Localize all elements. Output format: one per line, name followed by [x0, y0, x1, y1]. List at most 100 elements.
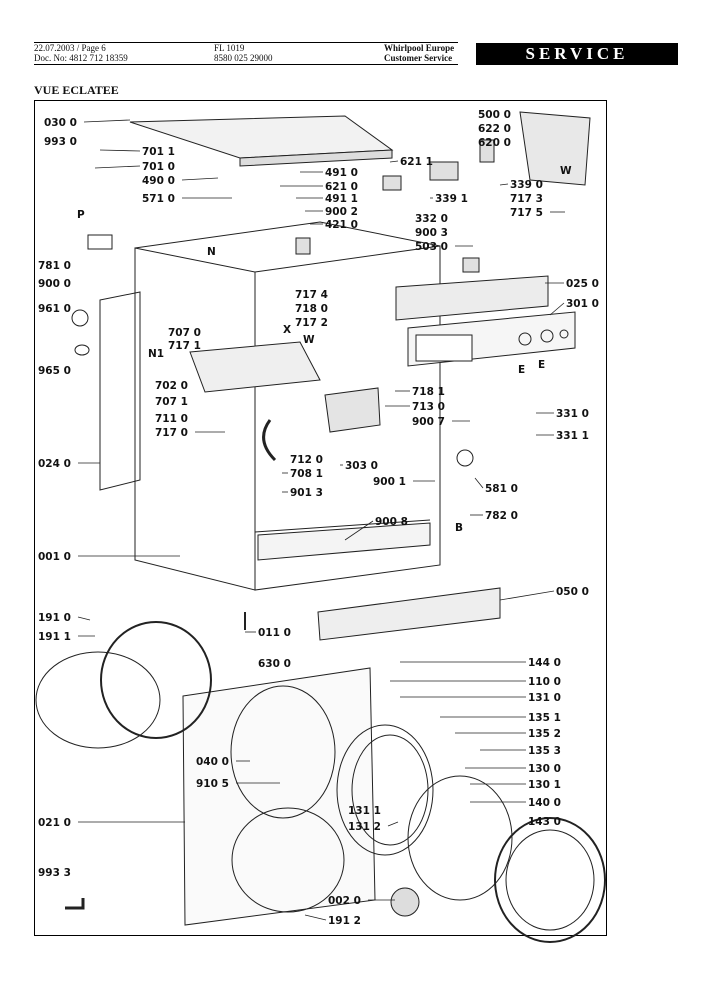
- part-label: 503 0: [415, 241, 448, 253]
- part-label: 993 3: [38, 867, 71, 879]
- detergent-dispenser: [189, 341, 321, 393]
- part-label: 500 0: [478, 109, 511, 121]
- part-label: 021 0: [38, 817, 71, 829]
- part-label: 131 2: [348, 821, 381, 833]
- reference-letter: N: [207, 246, 216, 258]
- part-label: 491 1: [325, 193, 358, 205]
- part-label: 581 0: [485, 483, 518, 495]
- part-label: 130 0: [528, 763, 561, 775]
- reference-letter: X: [283, 324, 291, 336]
- leader-lines: [77, 119, 565, 921]
- part-label: 961 0: [38, 303, 71, 315]
- doc-number: Doc. No: 4812 712 18359: [34, 53, 128, 63]
- reference-letter: W: [560, 165, 572, 177]
- part-label: 135 1: [528, 712, 561, 724]
- part-label: 901 3: [290, 487, 323, 499]
- part-label: 191 1: [38, 631, 71, 643]
- part-label: 965 0: [38, 365, 71, 377]
- part-label: 621 1: [400, 156, 433, 168]
- part-label: 630 0: [258, 658, 291, 670]
- part-label: 030 0: [44, 117, 77, 129]
- door-frame-inner: [336, 724, 434, 856]
- cabinet-side: [134, 247, 256, 591]
- leader-line: [387, 821, 399, 827]
- part-label: 130 1: [528, 779, 561, 791]
- leader-line: [181, 177, 219, 181]
- part-label: 712 0: [290, 454, 323, 466]
- part-label: 135 3: [528, 745, 561, 757]
- part-label: 110 0: [528, 676, 561, 688]
- leader-line: [344, 520, 374, 541]
- part-label: 191 0: [38, 612, 71, 624]
- electronic-module: [519, 111, 591, 186]
- leader-line: [474, 477, 484, 489]
- part-label: 717 5: [510, 207, 543, 219]
- part-label: 718 0: [295, 303, 328, 315]
- part-label: 024 0: [38, 458, 71, 470]
- part-label: 782 0: [485, 510, 518, 522]
- part-label: 900 0: [38, 278, 71, 290]
- part-label: 131 1: [348, 805, 381, 817]
- part-label: 571 0: [142, 193, 175, 205]
- leader-line: [499, 590, 555, 601]
- part-label: 701 0: [142, 161, 175, 173]
- part-label: 331 0: [556, 408, 589, 420]
- reference-letter: E: [538, 359, 545, 371]
- leader-line: [94, 165, 141, 169]
- part-label: 011 0: [258, 627, 291, 639]
- part-label: 040 0: [196, 756, 229, 768]
- part-label: 910 5: [196, 778, 229, 790]
- door-seal: [100, 621, 212, 739]
- department: Customer Service: [384, 53, 453, 63]
- door-glass: [407, 775, 513, 901]
- part-label: 707 0: [168, 327, 201, 339]
- reference-letter: W: [303, 334, 315, 346]
- part-label: 717 4: [295, 289, 328, 301]
- part-label: 301 0: [566, 298, 599, 310]
- part-label: 191 2: [328, 915, 361, 927]
- part-drawings: [35, 111, 606, 943]
- reference-letter: B: [455, 522, 463, 534]
- model-code: FL 1019: [214, 43, 245, 53]
- part-label: 701 1: [142, 146, 175, 158]
- hose: [262, 419, 277, 462]
- cabinet-front: [254, 245, 441, 591]
- leader-line: [99, 149, 141, 152]
- part-label: 025 0: [566, 278, 599, 290]
- part-label: 717 3: [510, 193, 543, 205]
- reference-letter: N1: [148, 348, 164, 360]
- part-label: 717 0: [155, 427, 188, 439]
- part-label: 900 2: [325, 206, 358, 218]
- part-label: 140 0: [528, 797, 561, 809]
- reference-letter: P: [77, 209, 85, 221]
- part-label: 491 0: [325, 167, 358, 179]
- part-label: 339 1: [435, 193, 468, 205]
- part-label: 711 0: [155, 413, 188, 425]
- part-label: 620 0: [478, 137, 511, 149]
- part-label: 622 0: [478, 123, 511, 135]
- part-label: 993 0: [44, 136, 77, 148]
- service-banner: SERVICE: [476, 43, 678, 65]
- part-label: 717 1: [168, 340, 201, 352]
- part-label: 707 1: [155, 396, 188, 408]
- part-label: 331 1: [556, 430, 589, 442]
- part-label: 131 0: [528, 692, 561, 704]
- part-label: 900 8: [375, 516, 408, 528]
- part-label: 621 0: [325, 181, 358, 193]
- part-label: 900 3: [415, 227, 448, 239]
- part-label: 135 2: [528, 728, 561, 740]
- front-panel: [182, 667, 376, 926]
- part-label: 143 0: [528, 816, 561, 828]
- rear-panel: [99, 291, 141, 491]
- part-label: 900 1: [373, 476, 406, 488]
- part-label: 490 0: [142, 175, 175, 187]
- leader-line: [549, 302, 565, 316]
- part-label: 718 1: [412, 386, 445, 398]
- header-rule-top: [34, 42, 458, 43]
- leader-line: [304, 914, 327, 921]
- part-code: 8580 025 29000: [214, 53, 273, 63]
- part-label: 303 0: [345, 460, 378, 472]
- part-label: 050 0: [556, 586, 589, 598]
- part-label: 144 0: [528, 657, 561, 669]
